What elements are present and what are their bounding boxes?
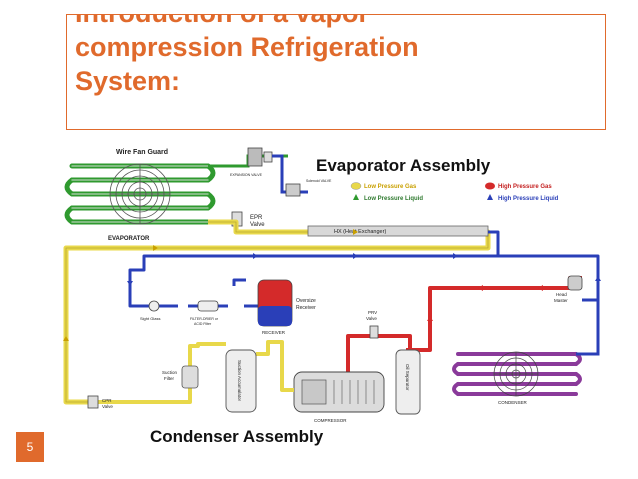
condenser-label: CONDENSER [498,400,528,405]
legend-high-liquid-swatch [487,194,493,200]
compressor: COMPRESSOR [293,371,385,423]
prv-valve-label-2: Valve [366,316,377,321]
legend-low-liquid-label: Low Pressure Liquid [364,196,423,202]
prv-valve: PRV Valve [366,310,379,339]
legend-low-gas-label: Low Pressure Gas [364,184,417,190]
refrigeration-diagram: Wire Fan Guard EVAPORATOR EXPANSION VALV… [63,147,601,446]
expansion-valve-label: EXPANSION VALVE [230,173,263,177]
title-box: Introduction of a vapor compression Refr… [66,14,606,130]
evaporator-coil: Wire Fan Guard EVAPORATOR [64,149,216,242]
cpr-valve-label-2: Valve [102,404,113,409]
filter-drier-label-2: ACID Filter [194,322,212,326]
wire-fan-guard-label: Wire Fan Guard [116,149,168,156]
evaporator-label: EVAPORATOR [108,236,150,242]
legend-high-gas-label: High Pressure Gas [498,184,552,190]
oil-separator: Oil Separator [395,349,421,415]
receiver: RECEIVER Oversize Receiver [257,279,316,335]
filter-drier-label-1: FILTER-DRIER or [190,317,219,321]
head-master-label-2: Master [554,298,568,303]
sight-glass: Sight Glass [140,300,160,321]
cpr-valve: CPR Valve [87,395,113,409]
prv-valve-label-1: PRV [368,310,377,315]
suction-accumulator: Suction Accumulator [225,349,257,413]
discharge-line [346,276,582,376]
legend-low-gas-swatch [350,182,362,190]
epr-valve-label-2: Valve [250,222,265,228]
legend-high-gas-swatch [485,182,495,190]
epr-valve-label-1: EPR [250,215,263,221]
top-band [0,0,638,6]
flow-arrows [127,253,601,286]
suction-filter: Suction Filter [162,365,199,389]
slide-title-line-2: System: [75,66,181,96]
solenoid-valve: Solenoid VALVE [272,154,332,197]
liquid-line [128,230,600,308]
suction-accumulator-label: Suction Accumulator [237,360,242,402]
compressor-label: COMPRESSOR [314,418,347,423]
legend-low-liquid-swatch [353,194,359,200]
sight-glass-label: Sight Glass [140,316,160,321]
filter-drier: FILTER-DRIER or ACID Filter [190,300,219,326]
oversize-receiver-label-1: Oversize [296,298,316,304]
heat-exchanger-label: HX (Heat Exchanger) [334,229,386,235]
condenser-coil: CONDENSER [452,300,600,405]
head-master-label-1: Head [556,292,567,297]
accumulator-line [94,340,294,404]
oversize-receiver-label-2: Receiver [296,305,316,311]
slide-title-cut-line: Introduction of a vapor [75,15,369,29]
slide-number-badge: 5 [16,432,44,462]
oil-separator-label: Oil Separator [405,364,410,391]
slide-title-line-1: compression Refrigeration [75,32,419,62]
legend: Low Pressure Gas Low Pressure Liquid Hig… [350,182,559,202]
evaporator-assembly-heading: Evaporator Assembly [316,156,491,175]
head-master: Head Master [554,275,583,303]
solenoid-valve-label: Solenoid VALVE [306,179,332,183]
cpr-valve-label-1: CPR [102,398,112,403]
expansion-valve: EXPANSION VALVE [208,147,288,177]
suction-filter-label-1: Suction [162,370,178,375]
receiver-label: RECEIVER [262,330,286,335]
legend-high-liquid-label: High Pressure Liquid [498,196,559,202]
condenser-assembly-heading: Condenser Assembly [150,427,324,446]
heat-exchanger: HX (Heat Exchanger) [307,225,489,237]
suction-filter-label-2: Filter [164,376,175,381]
